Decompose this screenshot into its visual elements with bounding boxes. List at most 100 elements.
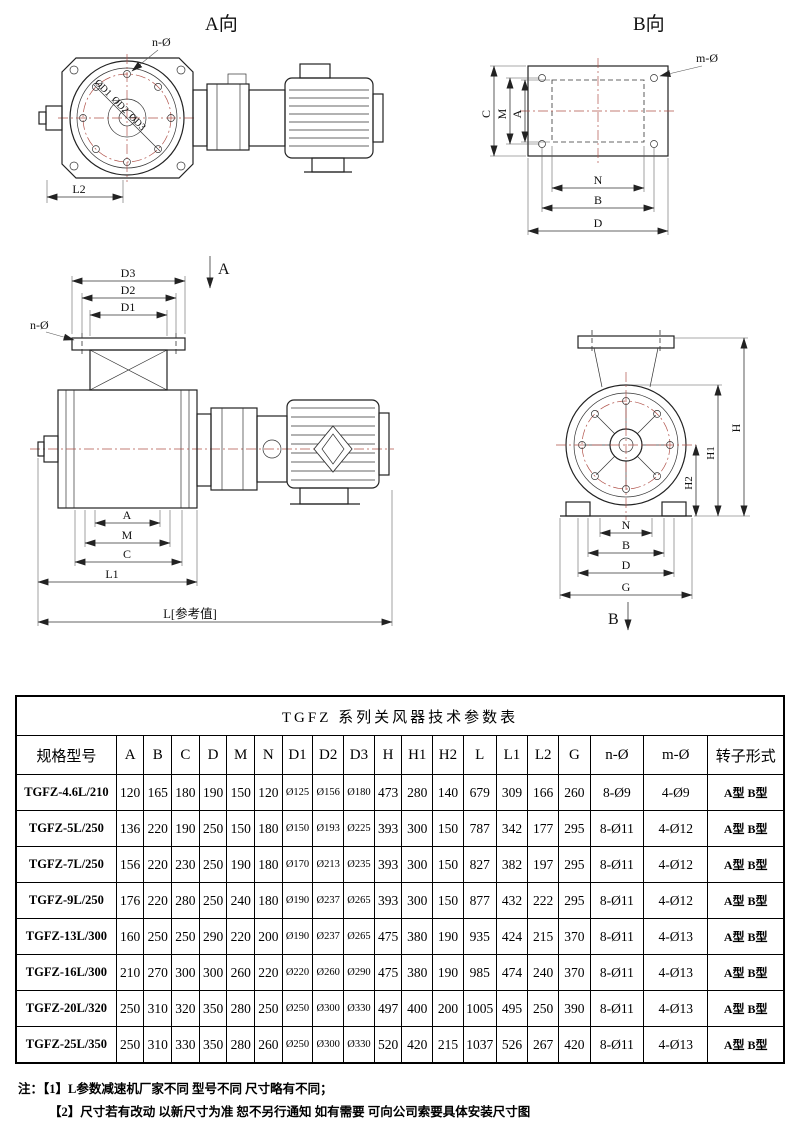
view-b-title: B向 xyxy=(633,13,665,35)
dim-b-label-side: B xyxy=(622,538,630,552)
dim-cell: 150 xyxy=(226,774,256,811)
dim-cell: 526 xyxy=(495,1026,529,1064)
dim-cell: Ø265 xyxy=(343,918,375,955)
dim-cell: 200 xyxy=(254,918,283,955)
dim-cell: 200 xyxy=(432,990,464,1027)
dim-cell: 215 xyxy=(527,918,560,955)
dim-cell: 380 xyxy=(401,954,434,991)
dim-cell: 190 xyxy=(432,918,464,955)
dim-cell: 180 xyxy=(171,774,200,811)
shaft-stub-front xyxy=(38,105,63,131)
dim-cell: 220 xyxy=(143,810,173,847)
dim-cell: 8-Ø11 xyxy=(589,990,644,1027)
dim-cell: 280 xyxy=(226,1026,256,1064)
dim-l-bottom: L[参考值] xyxy=(37,490,393,626)
dim-cell: 280 xyxy=(171,882,200,919)
dim-cell: 475 xyxy=(373,954,403,991)
column-header: H2 xyxy=(432,735,464,775)
dim-cell: Ø250 xyxy=(281,1026,314,1064)
dim-cell: 250 xyxy=(198,882,228,919)
dim-cell: 220 xyxy=(226,918,256,955)
column-header: D2 xyxy=(312,735,345,775)
dim-cell: 4-Ø9 xyxy=(642,774,709,811)
dim-m-vertical: M xyxy=(495,77,540,145)
valve-body-outline xyxy=(30,389,394,509)
front-view-drawing: A D3 D2 D1 n-Ø xyxy=(30,256,394,626)
dim-cell: 4-Ø12 xyxy=(642,882,709,919)
dim-cell: Ø290 xyxy=(343,954,375,991)
dim-cell: 190 xyxy=(226,846,256,883)
column-header: N xyxy=(254,735,283,775)
dim-cell: 432 xyxy=(495,882,529,919)
dim-cell: 150 xyxy=(226,810,256,847)
view-b-bolt-count-label: m-Ø xyxy=(696,51,718,65)
dim-cell: 300 xyxy=(171,954,200,991)
dim-cell: 679 xyxy=(462,774,497,811)
dim-cell: Ø300 xyxy=(312,1026,345,1064)
dim-h2-label: H2 xyxy=(683,476,695,489)
dim-cell: Ø330 xyxy=(343,1026,375,1064)
dim-cell: 382 xyxy=(495,846,529,883)
dim-cell: 787 xyxy=(462,810,497,847)
column-header: m-Ø xyxy=(642,735,709,775)
dim-n-label-side: N xyxy=(622,518,631,532)
dim-cell: 310 xyxy=(143,990,173,1027)
dim-cell: 295 xyxy=(558,882,591,919)
dim-cell: 497 xyxy=(373,990,403,1027)
view-b-drawing: B向 m-Ø C M A N xyxy=(479,13,718,235)
dim-cell: 160 xyxy=(115,918,145,955)
column-header: n-Ø xyxy=(589,735,644,775)
dim-cell: 350 xyxy=(198,990,228,1027)
dim-d1-top: D1 xyxy=(89,300,168,336)
dim-cell: Ø225 xyxy=(343,810,375,847)
column-header: M xyxy=(226,735,256,775)
dim-l1-bottom: L1 xyxy=(37,458,198,626)
dim-cell: Ø156 xyxy=(312,774,345,811)
flange-d3-label: ØD3 xyxy=(126,111,148,133)
view-a-drawing: A向 ØD1 ØD2 ØD3 n-Ø xyxy=(38,13,384,203)
dim-cell: 220 xyxy=(143,882,173,919)
dim-l1-label: L1 xyxy=(105,567,118,581)
column-header: B xyxy=(143,735,173,775)
dim-a-vertical: A xyxy=(510,79,550,143)
dim-cell: Ø190 xyxy=(281,918,314,955)
dim-cell: 120 xyxy=(254,774,283,811)
section-a-mark: A xyxy=(218,261,230,278)
dim-cell: 120 xyxy=(115,774,145,811)
dim-d-label: D xyxy=(594,216,603,230)
dim-c-vertical: C xyxy=(479,65,526,157)
dim-cell: 370 xyxy=(558,954,591,991)
model-cell: TGFZ-5L/250 xyxy=(15,810,117,847)
flange-plan-outline xyxy=(520,58,676,164)
dim-d1-label: D1 xyxy=(121,300,136,314)
dim-cell: 177 xyxy=(527,810,560,847)
dim-cell: Ø213 xyxy=(312,846,345,883)
dim-cell: 190 xyxy=(432,954,464,991)
dim-cell: 190 xyxy=(198,774,228,811)
dim-cell: 320 xyxy=(171,990,200,1027)
dim-cell: 475 xyxy=(373,918,403,955)
dim-cell: 215 xyxy=(432,1026,464,1064)
dim-cell: 250 xyxy=(254,990,283,1027)
dim-cell: 197 xyxy=(527,846,560,883)
dim-cell: 4-Ø13 xyxy=(642,954,709,991)
dim-cell: 4-Ø12 xyxy=(642,810,709,847)
column-header: A xyxy=(115,735,145,775)
model-cell: TGFZ-4.6L/210 xyxy=(15,774,117,811)
dim-cell: 309 xyxy=(495,774,529,811)
dim-cell: Ø125 xyxy=(281,774,314,811)
dim-cell: 180 xyxy=(254,846,283,883)
column-header: 规格型号 xyxy=(15,735,117,775)
dim-cell: 393 xyxy=(373,882,403,919)
valve-housing-front-outline xyxy=(58,54,196,182)
dim-cell: 180 xyxy=(254,882,283,919)
dim-cell: 250 xyxy=(115,990,145,1027)
model-cell: TGFZ-25L/350 xyxy=(15,1026,117,1064)
dim-cell: 270 xyxy=(143,954,173,991)
technical-drawings: A向 ØD1 ØD2 ØD3 n-Ø xyxy=(30,13,750,631)
rotor-type-cell: A型 B型 xyxy=(707,882,785,919)
dim-cell: 8-Ø11 xyxy=(589,810,644,847)
model-cell: TGFZ-13L/300 xyxy=(15,918,117,955)
